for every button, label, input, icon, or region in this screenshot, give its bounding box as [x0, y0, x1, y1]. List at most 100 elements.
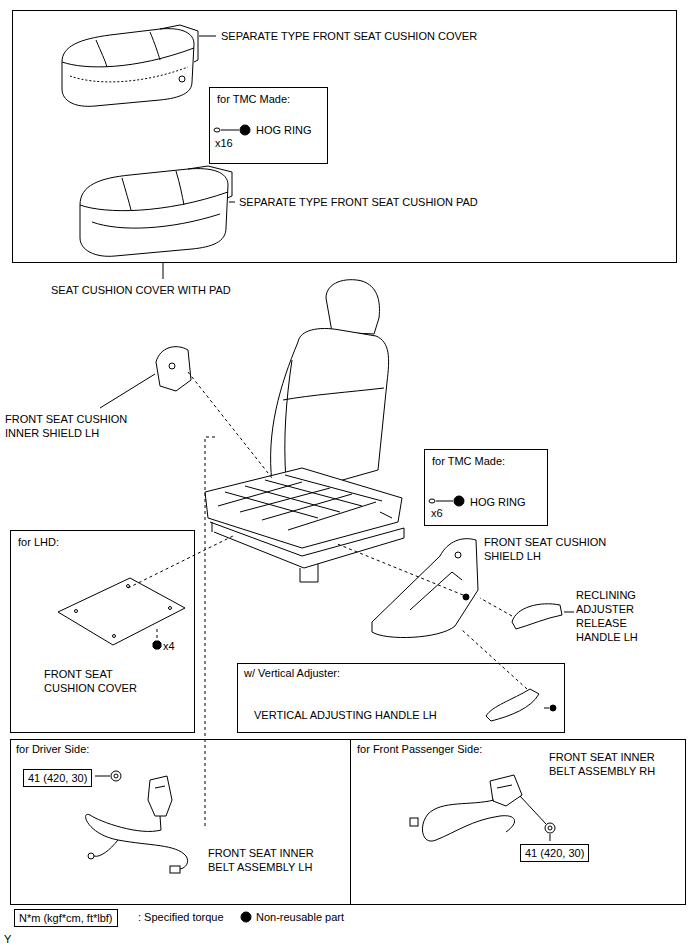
assembly-dashed-line: [205, 437, 215, 826]
part-name: x4: [163, 639, 175, 653]
seat-cushion-cover: [62, 29, 194, 107]
inner-shield: [156, 347, 191, 391]
leader-line: [550, 834, 551, 841]
seat-cushion-cover: [62, 25, 198, 106]
front-seat-assembly: [300, 564, 318, 582]
inner-shield: [169, 363, 175, 369]
front-seat-assembly: [380, 512, 392, 518]
front-seat-assembly: [285, 360, 292, 480]
front-seat-assembly: [214, 532, 404, 568]
part-name: x6: [431, 506, 443, 520]
inner-belt-lh: [148, 776, 172, 816]
inner-belt-lh: [114, 774, 118, 778]
cushion-shield: [372, 539, 478, 638]
cushion-shield: [455, 552, 461, 558]
front-seat-assembly: [283, 388, 384, 400]
part-name: HOG RING: [470, 495, 526, 509]
leader-line: [95, 776, 110, 777]
inner-belt-lh: [160, 816, 161, 830]
front-seat-assembly: [326, 280, 379, 334]
part-label: RECLINING ADJUSTER RELEASE HANDLE LH: [576, 588, 651, 644]
cushion-shield: [463, 594, 469, 600]
cover-plate: [153, 641, 161, 649]
release-handle: [512, 604, 562, 629]
box-heading: for TMC Made:: [432, 454, 505, 468]
front-seat-assembly: [205, 468, 402, 548]
vertical-handle: [486, 689, 539, 721]
inner-belt-lh: [111, 771, 121, 781]
assembly-dashed-line: [157, 626, 158, 638]
cushion-shield: [410, 572, 462, 610]
legend-dot: [241, 912, 251, 922]
part-name: x16: [215, 136, 233, 150]
seat-cushion-pad: [80, 169, 228, 257]
inner-belt-rh: [410, 775, 555, 841]
front-seat-assembly: [212, 522, 404, 538]
hog-ring-symbol: [214, 128, 220, 132]
legend-torque-box: N*m (kgf*cm, ft*lbf): [14, 909, 118, 927]
variant-box: for LHD: x4FRONT SEAT CUSHION COVER: [10, 530, 195, 733]
part-name: FRONT SEAT CUSHION COVER: [44, 667, 149, 695]
seat-cushion-pad: [92, 214, 220, 228]
vertical-handle: [486, 689, 556, 721]
seat-cushion-cover: [62, 48, 194, 67]
variant-box: w/ Vertical Adjuster:VERTICAL ADJUSTING …: [237, 663, 565, 733]
hog-ring-symbol: [429, 499, 435, 503]
assembly-dashed-line: [188, 372, 272, 478]
box-heading: w/ Vertical Adjuster:: [244, 666, 340, 680]
inner-belt-lh: [170, 866, 180, 873]
part-name: SEAT CUSHION COVER WITH PAD: [51, 283, 231, 297]
inner-belt-rh: [548, 826, 552, 830]
seat-cushion-pad: [188, 166, 232, 198]
inner-belt-rh: [490, 775, 522, 806]
inner-shield: [156, 347, 191, 391]
vertical-handle: [550, 705, 556, 711]
inner-belt-rh: [422, 800, 514, 841]
part-name: HOG RING: [256, 123, 312, 137]
hog-ring-symbol: [221, 130, 239, 131]
cover-plate: [75, 610, 78, 613]
front-seat-assembly: [218, 482, 376, 530]
seat-cushion-pad: [80, 192, 228, 211]
leader-line: [163, 263, 164, 279]
legend-text: Non-reusable part: [256, 911, 344, 923]
torque-box: 41 (420, 30): [520, 844, 589, 862]
legend-text: : Specified torque: [138, 911, 224, 923]
cover-plate: [169, 607, 172, 610]
legend-entry: : Specified torque: [138, 910, 224, 924]
torque-value: 41 (420, 30): [525, 846, 584, 860]
assembly-dashed-line: [128, 536, 233, 588]
seat-cushion-cover: [70, 67, 188, 82]
front-seat-assembly: [210, 522, 404, 556]
inner-belt-lh: [155, 786, 165, 788]
hog-ring-symbol: [454, 496, 464, 506]
inner-belt-rh: [545, 823, 555, 833]
inner-belt-lh: [88, 853, 94, 859]
part-label: FRONT SEAT CUSHION INNER SHIELD LH: [5, 412, 140, 440]
assembly-dashed-line: [462, 630, 527, 689]
seat-cushion-cover: [179, 76, 185, 82]
leader-line: [100, 374, 155, 408]
box-heading: for LHD:: [18, 535, 59, 549]
assembly-dashed-line: [480, 598, 512, 616]
part-label: Y: [4, 932, 11, 946]
vertical-handle: [544, 708, 549, 709]
note-box: for TMC Made: HOG RING x6: [424, 449, 548, 526]
variant-box: for Driver Side:FRONT SEAT INNER BELT AS…: [10, 739, 351, 905]
part-name: FRONT SEAT INNER BELT ASSEMBLY RH: [549, 750, 669, 778]
variant-box: for Front Passenger Side:FRONT SEAT INNE…: [350, 739, 686, 905]
hog-ring-symbol: [240, 125, 250, 135]
torque-box: 41 (420, 30): [23, 769, 92, 787]
assembly-dashed-line: [335, 543, 463, 595]
torque-value: 41 (420, 30): [28, 771, 87, 785]
leader-line: [229, 202, 235, 203]
inner-belt-lh: [94, 840, 118, 856]
cover-plate: [58, 578, 185, 645]
seat-cushion-cover: [150, 32, 160, 60]
part-name: SEPARATE TYPE FRONT SEAT CUSHION PAD: [239, 195, 478, 209]
inner-belt-rh: [410, 818, 418, 826]
cover-plate: [58, 578, 185, 649]
legend-dot: [241, 912, 251, 922]
leader-line: [95, 36, 574, 841]
